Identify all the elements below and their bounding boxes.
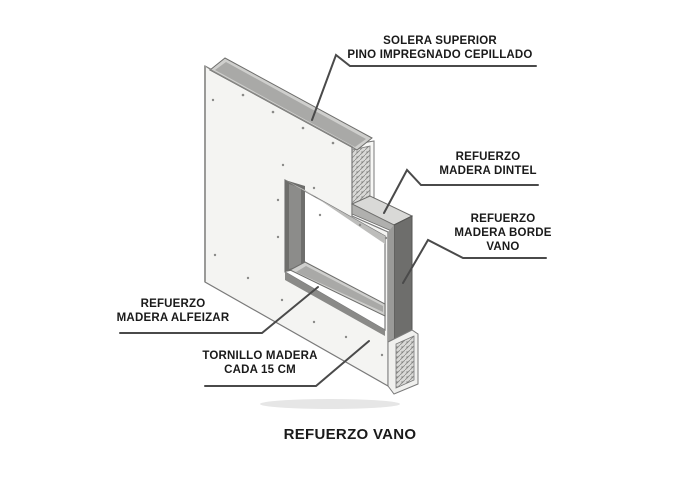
label-dintel-line1: REFUERZO [455, 151, 521, 163]
leader-dintel [383, 168, 539, 214]
label-solera: SOLERA SUPERIOR PINO IMPREGNADO CEPILLAD… [340, 34, 540, 62]
label-dintel: REFUERZO MADERA DINTEL [428, 150, 548, 178]
label-alfeizar: REFUERZO MADERA ALFEIZAR [108, 297, 238, 325]
label-dintel-line2: MADERA DINTEL [439, 165, 537, 177]
label-borde: REFUERZO MADERA BORDE VANO [448, 212, 558, 254]
screw-dots [211, 93, 388, 357]
leader-solera [311, 53, 537, 121]
label-solera-line1: SOLERA SUPERIOR [383, 35, 497, 47]
label-tornillo-line2: CADA 15 CM [224, 364, 296, 376]
label-alfeizar-line2: MADERA ALFEIZAR [116, 312, 230, 324]
leader-borde [402, 238, 547, 284]
label-borde-line2: MADERA BORDE [454, 227, 552, 239]
top-plate [205, 57, 373, 151]
label-borde-line1: REFUERZO [470, 213, 536, 225]
label-solera-line2: PINO IMPREGNADO CEPILLADO [347, 49, 533, 61]
edge-stud [388, 215, 413, 350]
label-tornillo: TORNILLO MADERA CADA 15 CM [190, 349, 330, 377]
label-tornillo-line1: TORNILLO MADERA [202, 350, 318, 362]
opening-recess [285, 180, 385, 272]
leader-lines [119, 53, 547, 387]
diagram-title: REFUERZO VANO [283, 426, 417, 443]
label-alfeizar-line1: REFUERZO [140, 298, 206, 310]
bottom-pedestal [387, 329, 419, 395]
sill-block [285, 261, 386, 336]
leader-alfeizar [119, 286, 319, 334]
leader-tornillo [204, 340, 370, 387]
label-borde-line3: VANO [486, 241, 520, 253]
floor-shadow [260, 399, 400, 409]
